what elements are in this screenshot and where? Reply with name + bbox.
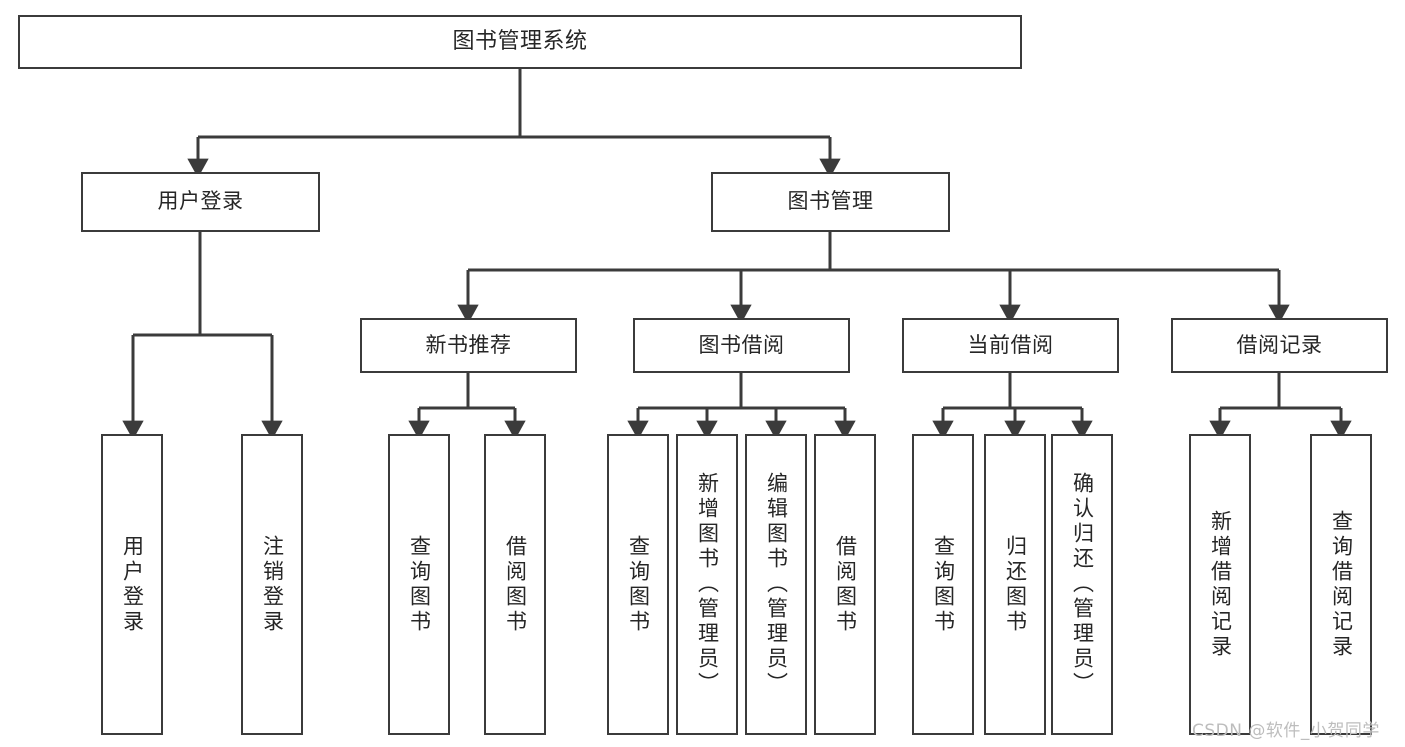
node-book-borrow[interactable]: 图书借阅 [633, 318, 850, 373]
node-leaf-user-login-label: 用户登录 [120, 534, 145, 635]
node-borrow-record[interactable]: 借阅记录 [1171, 318, 1388, 373]
node-user-login-label: 用户登录 [157, 189, 244, 214]
node-leaf-add-record[interactable]: 新增借阅记录 [1189, 434, 1251, 735]
node-leaf-return-book[interactable]: 归还图书 [984, 434, 1046, 735]
node-current-borrow-label: 当前借阅 [967, 332, 1054, 357]
node-leaf-query-book-3[interactable]: 查询图书 [912, 434, 974, 735]
node-leaf-edit-book-label: 编辑图书（管理员） [764, 472, 789, 697]
node-leaf-user-logout[interactable]: 注销登录 [241, 434, 303, 735]
node-current-borrow[interactable]: 当前借阅 [902, 318, 1119, 373]
node-book-manage[interactable]: 图书管理 [711, 172, 950, 232]
node-leaf-return-book-label: 归还图书 [1003, 534, 1028, 635]
node-leaf-add-book-label: 新增图书（管理员） [695, 472, 720, 697]
node-root-label: 图书管理系统 [452, 28, 588, 54]
node-leaf-borrow-book-1-label: 借阅图书 [503, 534, 528, 635]
node-leaf-query-book-2[interactable]: 查询图书 [607, 434, 669, 735]
node-leaf-borrow-book-2[interactable]: 借阅图书 [814, 434, 876, 735]
node-leaf-add-book[interactable]: 新增图书（管理员） [676, 434, 738, 735]
node-leaf-confirm-return[interactable]: 确认归还（管理员） [1051, 434, 1113, 735]
node-leaf-user-logout-label: 注销登录 [260, 534, 285, 635]
node-new-book-recommend-label: 新书推荐 [425, 332, 512, 357]
node-root[interactable]: 图书管理系统 [18, 15, 1022, 69]
node-leaf-user-login[interactable]: 用户登录 [101, 434, 163, 735]
node-book-borrow-label: 图书借阅 [698, 332, 785, 357]
node-leaf-confirm-return-label: 确认归还（管理员） [1070, 472, 1095, 697]
node-leaf-edit-book[interactable]: 编辑图书（管理员） [745, 434, 807, 735]
node-leaf-add-record-label: 新增借阅记录 [1208, 509, 1233, 660]
node-leaf-query-book-1[interactable]: 查询图书 [388, 434, 450, 735]
node-leaf-borrow-book-1[interactable]: 借阅图书 [484, 434, 546, 735]
node-book-manage-label: 图书管理 [787, 189, 874, 214]
node-leaf-query-book-3-label: 查询图书 [931, 534, 956, 635]
node-new-book-recommend[interactable]: 新书推荐 [360, 318, 577, 373]
node-borrow-record-label: 借阅记录 [1236, 332, 1323, 357]
node-leaf-query-record-label: 查询借阅记录 [1329, 509, 1354, 660]
node-user-login[interactable]: 用户登录 [81, 172, 320, 232]
node-leaf-query-book-1-label: 查询图书 [407, 534, 432, 635]
node-leaf-query-record[interactable]: 查询借阅记录 [1310, 434, 1372, 735]
node-leaf-borrow-book-2-label: 借阅图书 [833, 534, 858, 635]
csdn-watermark: CSDN @软件_小贺同学 [1192, 721, 1380, 741]
node-leaf-query-book-2-label: 查询图书 [626, 534, 651, 635]
